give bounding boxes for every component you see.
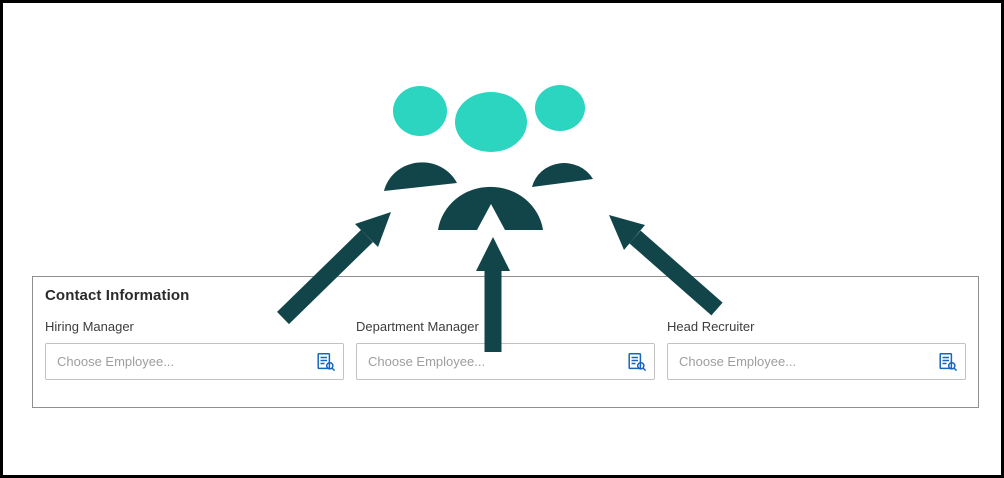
person-head-center: [455, 92, 527, 152]
table-search-icon: [628, 352, 647, 371]
hiring-manager-label: Hiring Manager: [45, 319, 134, 334]
hiring-manager-input[interactable]: [45, 343, 344, 380]
employee-lookup-icon[interactable]: [315, 351, 337, 373]
arrow-head: [609, 215, 645, 250]
employee-lookup-icon[interactable]: [626, 351, 648, 373]
department-manager-input-wrap: [356, 343, 655, 380]
person-head-left: [393, 86, 447, 136]
card-title: Contact Information: [45, 287, 190, 304]
head-recruiter-input[interactable]: [667, 343, 966, 380]
hiring-manager-input-wrap: [45, 343, 344, 380]
person-body-center: [438, 186, 543, 230]
field-department-manager: Department Manager: [356, 319, 655, 380]
head-recruiter-label: Head Recruiter: [667, 319, 755, 334]
employee-lookup-icon[interactable]: [937, 351, 959, 373]
contact-information-card: Contact Information Hiring Manager: [32, 276, 979, 408]
person-body-left: [384, 162, 457, 191]
department-manager-input[interactable]: [356, 343, 655, 380]
department-manager-label: Department Manager: [356, 319, 479, 334]
head-recruiter-input-wrap: [667, 343, 966, 380]
field-head-recruiter: Head Recruiter: [667, 319, 966, 380]
table-search-icon: [939, 352, 958, 371]
arrow-head: [476, 237, 510, 271]
table-search-icon: [317, 352, 336, 371]
person-body-right: [532, 163, 593, 187]
arrow-head: [355, 212, 391, 247]
group-of-people-icon: [384, 85, 593, 230]
person-head-right: [535, 85, 585, 131]
fields-row: Hiring Manager: [45, 319, 966, 380]
field-hiring-manager: Hiring Manager: [45, 319, 344, 380]
